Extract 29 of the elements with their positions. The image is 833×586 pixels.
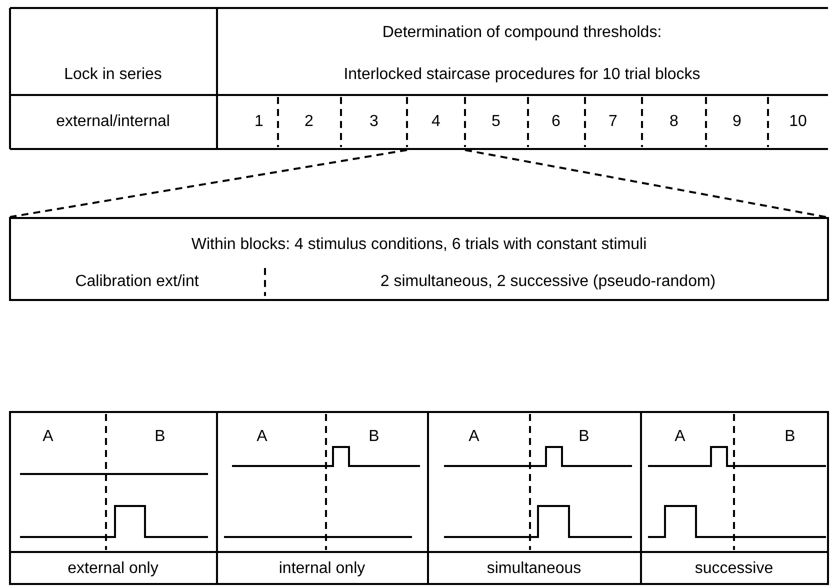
block-number: 10 (789, 113, 807, 131)
block-number: 5 (492, 113, 500, 131)
time-window-label: A (256, 428, 268, 446)
condition-mix-label: 2 simultaneous, 2 successive (pseudo-random) (380, 273, 716, 291)
time-window-label: A (42, 428, 54, 446)
calibration-label: Calibration ext/int (75, 273, 199, 291)
block-number: 2 (304, 113, 314, 131)
time-window-label: A (674, 428, 686, 446)
block-description: Within blocks: 4 stimulus conditions, 6 trials with constant stimuli (191, 236, 647, 254)
time-window-label: B (368, 428, 380, 446)
row-label: Lock in series (64, 66, 162, 84)
block-number: 9 (732, 113, 742, 131)
table-heading: Interlocked staircase procedures for 10 trial blocks (344, 66, 700, 84)
row-label: external/internal (56, 113, 170, 131)
block-number: 4 (432, 113, 440, 131)
block-number: 7 (608, 113, 618, 131)
condition-label: internal only (278, 560, 366, 578)
time-window-label: A (468, 428, 480, 446)
time-window-label: B (154, 428, 166, 446)
block-number: 1 (254, 113, 264, 131)
block-number: 6 (552, 113, 560, 131)
block-number: 8 (670, 113, 678, 131)
block-number: 3 (370, 113, 378, 131)
time-window-label: B (784, 428, 796, 446)
condition-label: successive (694, 560, 774, 578)
time-window-label: B (578, 428, 590, 446)
condition-label: external only (68, 560, 158, 578)
table-heading: Determination of compound thresholds: (382, 24, 662, 42)
condition-label: simultaneous (486, 560, 582, 578)
